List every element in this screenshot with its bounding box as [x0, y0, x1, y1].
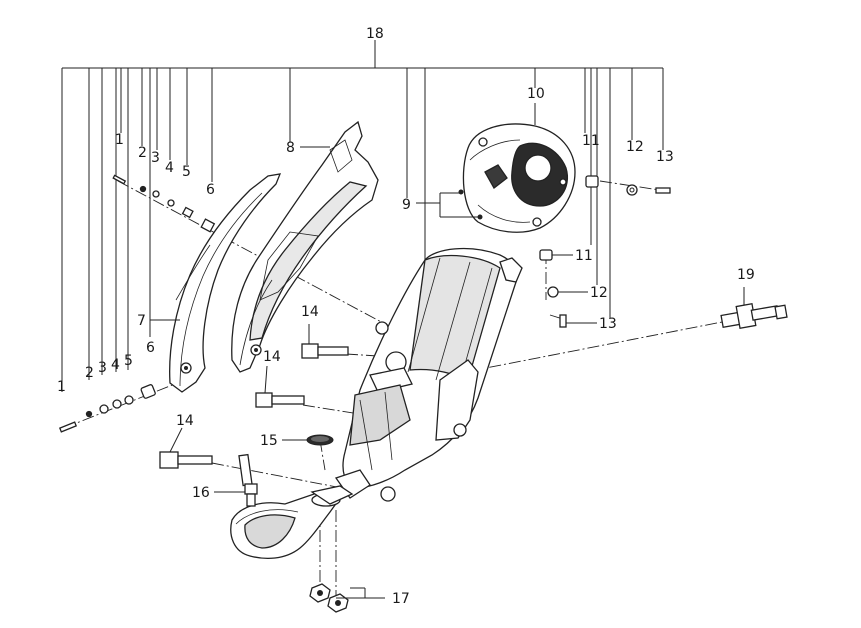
nuts-17	[309, 583, 349, 613]
bolts-14	[159, 324, 349, 469]
gasket-15	[306, 434, 334, 446]
callout-13-lower: 13	[599, 316, 617, 332]
callout-10: 10	[527, 86, 545, 102]
callout-4-upper: 4	[165, 160, 174, 176]
heat-shield-outer-7	[169, 173, 282, 393]
callout-17: 17	[392, 591, 410, 607]
muffler-body	[334, 247, 523, 502]
assembly-bracket-18	[61, 40, 664, 392]
callout-2-upper: 2	[138, 145, 147, 161]
heat-shield-inner-8	[231, 120, 379, 373]
callout-3-upper: 3	[151, 150, 160, 166]
callout-5-lower: 5	[124, 353, 133, 369]
callout-12-lower: 12	[590, 285, 608, 301]
callout-19: 19	[737, 267, 755, 283]
sensor-19	[720, 287, 788, 329]
callout-2-lower: 2	[85, 365, 94, 381]
callout-11-lower: 11	[575, 248, 593, 264]
callout-13-upper: 13	[656, 149, 674, 165]
callout-3-lower: 3	[98, 360, 107, 376]
callout-12-upper: 12	[626, 139, 644, 155]
callout-1-upper: 1	[115, 132, 124, 148]
callout-14-middle: 14	[263, 349, 281, 365]
callout-5-upper: 5	[182, 164, 191, 180]
hardware-lower-1-6	[58, 384, 156, 433]
callout-labels: 18 10 1 2 3 4 5 6 8 9 11 12 13 11 12 13 …	[57, 26, 755, 607]
hardware-upper-1-6	[112, 174, 216, 233]
callout-18: 18	[366, 26, 384, 42]
callout-16: 16	[192, 485, 210, 501]
callout-15: 15	[260, 433, 278, 449]
callout-11-upper: 11	[582, 133, 600, 149]
callout-6-upper: 6	[206, 182, 215, 198]
callout-14-upper: 14	[301, 304, 319, 320]
callout-8: 8	[286, 140, 295, 156]
callout-1-lower: 1	[57, 379, 66, 395]
callout-14-lower: 14	[176, 413, 194, 429]
leader-lines	[150, 103, 597, 599]
exhaust-pipe	[230, 485, 354, 560]
callout-9: 9	[402, 197, 411, 213]
o2-sensor-16	[238, 453, 258, 507]
muffler-end-cap-10	[462, 123, 576, 233]
callout-6-lower: 6	[146, 340, 155, 356]
callout-7: 7	[137, 313, 146, 329]
callout-4-lower: 4	[111, 357, 120, 373]
end-cap-hardware-11-13	[539, 175, 671, 328]
